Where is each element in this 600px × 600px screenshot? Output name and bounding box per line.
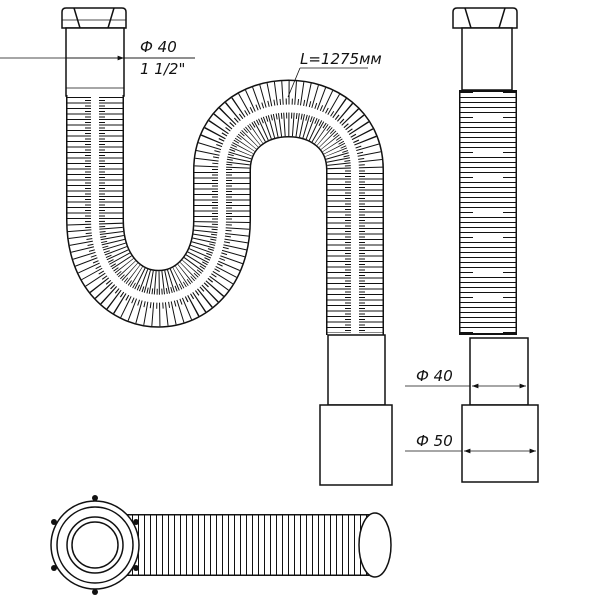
side-top-nut [452,7,518,29]
hose-length-label: L=1275мм [300,50,382,68]
side-socket-tube [461,27,513,91]
side-outlet-wide-sleeve [461,404,539,483]
outlet-wide-sleeve [319,404,393,486]
top-diameter-label: Ф 40 [140,38,177,56]
thread-size-label: 1 1/2" [140,60,185,78]
plan-socket-opening [66,516,124,574]
plan-nut-outer [50,500,140,590]
outlet-outer-diameter-label: Ф 50 [416,432,453,450]
side-view [405,7,539,483]
side-outlet-coupling [469,337,529,406]
plan-nut-lugs [51,495,139,595]
outlet-inner-diameter-label: Ф 40 [416,367,453,385]
top-socket-tube [65,27,125,97]
top-nut [61,7,127,29]
outlet-coupling [327,334,386,406]
front-view [0,7,393,486]
plan-view [50,495,392,595]
